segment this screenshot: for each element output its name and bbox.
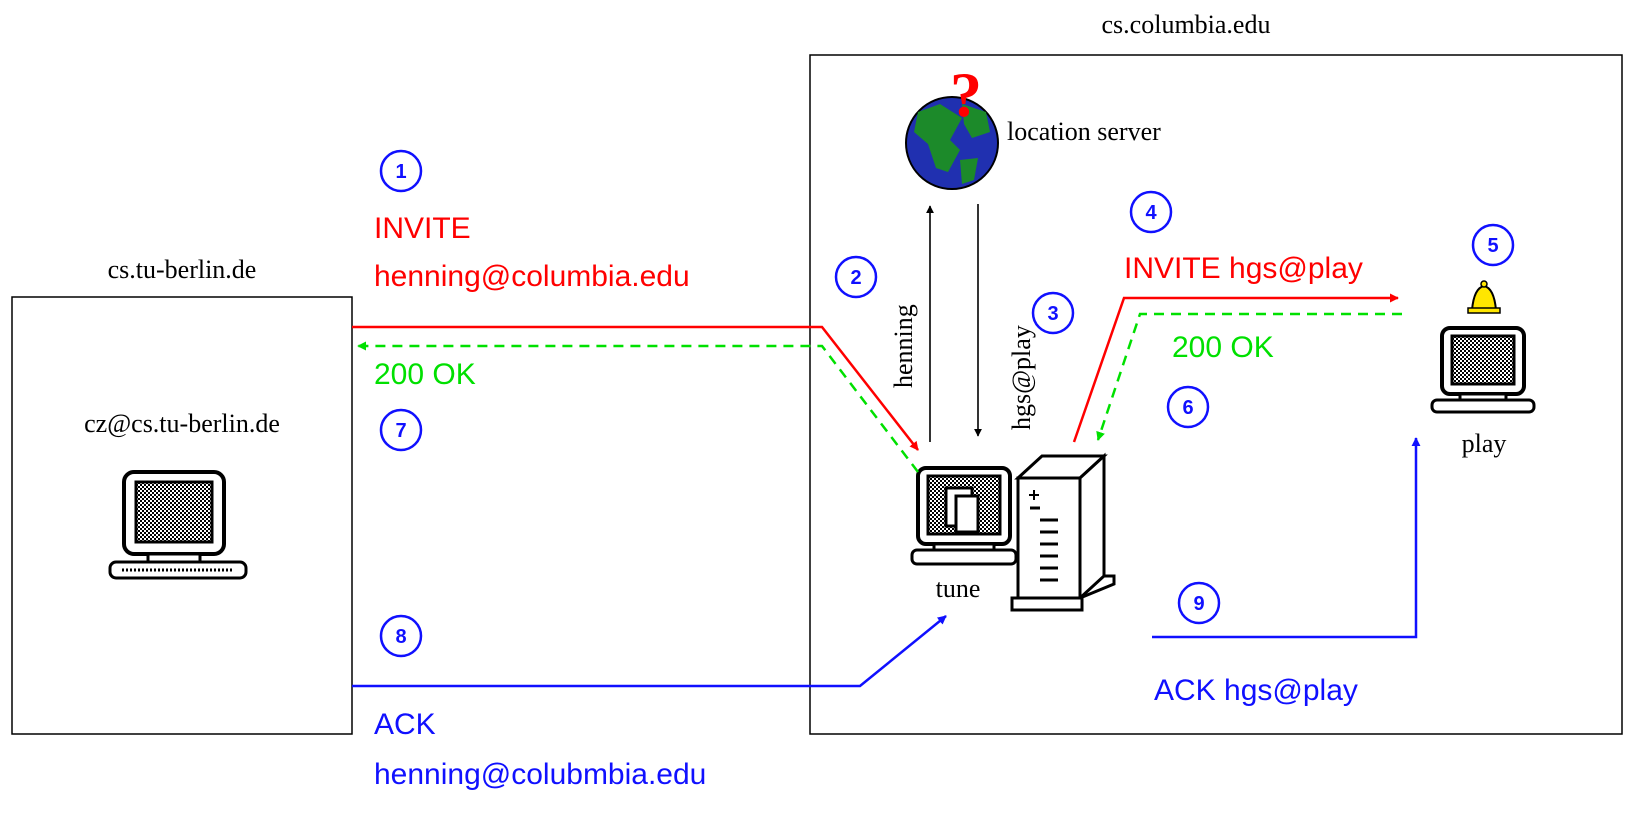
bell-icon xyxy=(1467,280,1501,314)
invite-label-line2: henning@columbia.edu xyxy=(374,260,690,293)
svg-text:6: 6 xyxy=(1182,397,1193,419)
globe-icon xyxy=(905,96,999,190)
location-server-label: location server xyxy=(1007,117,1161,146)
ok-label-left: 200 OK xyxy=(374,358,476,391)
server-tower-icon xyxy=(1010,452,1116,612)
invite-label-line1: INVITE xyxy=(374,212,471,245)
question-mark-icon: ? xyxy=(950,59,982,130)
left-domain-label: cs.tu-berlin.de xyxy=(108,255,257,284)
ack-label-line2: henning@colubmbia.edu xyxy=(374,758,706,791)
invite-play-label: INVITE hgs@play xyxy=(1124,252,1363,285)
left-domain-box xyxy=(11,296,353,735)
ok-arrow-left xyxy=(357,341,919,473)
step-marker-2: 2 xyxy=(834,255,878,299)
query-label: henning xyxy=(889,304,918,388)
invite-arrow xyxy=(352,325,919,451)
ack-label-line1: ACK xyxy=(374,708,436,741)
step-marker-6: 6 xyxy=(1166,385,1210,429)
caller-computer-icon xyxy=(108,470,248,580)
ack-arrow xyxy=(352,615,947,688)
svg-text:9: 9 xyxy=(1193,593,1204,615)
step-marker-3: 3 xyxy=(1031,291,1075,335)
svg-text:3: 3 xyxy=(1047,303,1058,325)
right-domain-box xyxy=(809,54,1623,735)
ok-label-right: 200 OK xyxy=(1172,331,1274,364)
right-domain-label: cs.columbia.edu xyxy=(1102,10,1271,39)
step-marker-8: 8 xyxy=(379,614,423,658)
svg-text:4: 4 xyxy=(1145,202,1157,224)
caller-address: cz@cs.tu-berlin.de xyxy=(84,409,280,438)
svg-text:5: 5 xyxy=(1487,235,1498,257)
step-marker-5: 5 xyxy=(1471,223,1515,267)
ok-arrow-right xyxy=(1096,312,1402,441)
svg-text:8: 8 xyxy=(395,626,406,648)
svg-text:?: ? xyxy=(950,59,982,130)
play-label: play xyxy=(1462,429,1507,458)
step-marker-9: 9 xyxy=(1177,581,1221,625)
step-marker-1: 1 xyxy=(379,149,423,193)
reply-label: hgs@play xyxy=(1007,325,1036,430)
play-computer-icon xyxy=(1430,326,1536,414)
tune-computer-icon xyxy=(910,466,1018,566)
svg-text:7: 7 xyxy=(395,420,406,442)
tune-label: tune xyxy=(936,574,981,603)
invite-play-arrow xyxy=(1072,293,1399,443)
svg-text:1: 1 xyxy=(395,161,406,183)
svg-text:2: 2 xyxy=(850,267,861,289)
ack-play-label: ACK hgs@play xyxy=(1154,674,1358,707)
ack-play-arrow xyxy=(1152,437,1421,639)
step-marker-4: 4 xyxy=(1129,190,1173,234)
step-marker-7: 7 xyxy=(379,408,423,452)
